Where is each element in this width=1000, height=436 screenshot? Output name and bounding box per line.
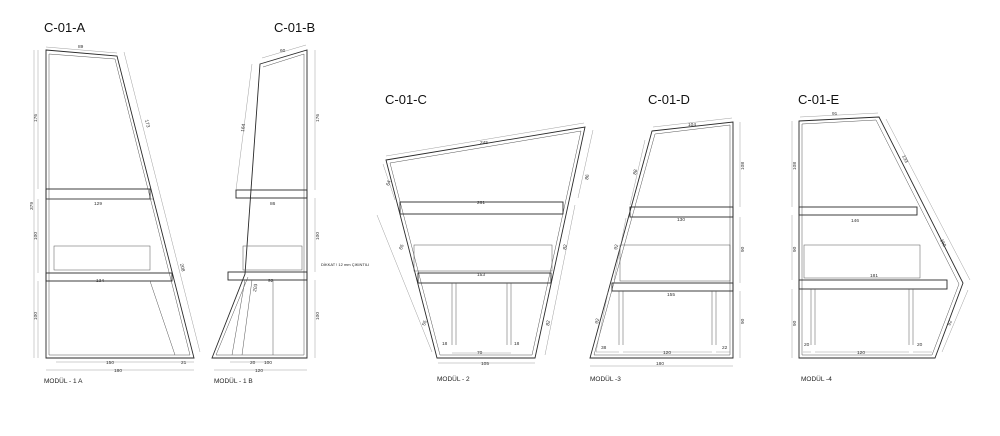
dim-d-top: 104: [688, 122, 696, 128]
dim-b-slope-lower: 203: [252, 283, 259, 292]
module-c01b-drawing: [211, 44, 316, 371]
dim-d-shelf-width: 130: [677, 217, 685, 223]
dim-d-desk-width: 155: [667, 292, 675, 298]
dim-c-left-upper: 64: [385, 179, 392, 186]
dim-a-upper-height: 176: [33, 114, 39, 122]
dim-e-leg-span: 120: [857, 350, 865, 356]
dim-e-leg-left: 20: [804, 342, 810, 348]
dim-e-slope-full: 160: [938, 238, 947, 248]
dim-b-base-offset: 20: [250, 360, 256, 366]
dim-c-right-middle: 82: [562, 244, 569, 251]
dim-a-total-height: 379: [29, 202, 35, 210]
dim-c-leg-right: 18: [514, 341, 520, 347]
dim-a-desk-width: 134: [96, 278, 104, 284]
module-c01a-drawing: [33, 46, 201, 371]
module-c01c-drawing: [376, 122, 594, 364]
module-c01d-drawing: [589, 117, 741, 367]
caption-modul-1a: MODÜL - 1 A: [44, 378, 83, 385]
dim-b-top: 60: [280, 48, 286, 54]
dim-d-leg-span: 120: [663, 350, 671, 356]
dim-c-right-lower: 82: [545, 320, 552, 327]
dim-d-base: 180: [656, 361, 664, 367]
dim-d-left-upper: 88: [632, 169, 639, 176]
dim-e-desk-width: 181: [870, 273, 878, 279]
dim-d-right-middle: 90: [740, 246, 746, 252]
dim-e-left-middle: 90: [792, 246, 798, 252]
dim-b-desk-width: 92: [268, 278, 274, 284]
dim-c-top: 245: [480, 140, 488, 146]
dim-b-lower-height: 100: [315, 312, 321, 320]
dim-c-left-lower: 55: [421, 319, 428, 326]
module-c01e-drawing: [791, 112, 971, 359]
dim-a-slope-full: 208: [178, 263, 186, 273]
dim-a-lower-height: 100: [33, 312, 39, 320]
dim-e-slope-upper: 133: [900, 154, 909, 164]
dim-b-shelf-width: 86: [270, 201, 276, 207]
caption-modul-4: MODÜL -4: [801, 376, 832, 383]
dim-a-base-inner: 150: [106, 360, 114, 366]
dim-e-slope-lower: 92: [946, 319, 954, 327]
dim-e-shelf-width: 146: [851, 218, 859, 224]
dim-c-leg-span: 70: [477, 350, 483, 356]
dim-e-top: 91: [832, 111, 838, 117]
dim-b-slope-upper: 164: [240, 123, 247, 132]
title-c01c: C-01-C: [385, 92, 427, 107]
dim-b-base-inner: 100: [264, 360, 272, 366]
caption-modul-2: MODÜL - 2: [437, 376, 470, 383]
caption-modul-1b: MODÜL - 1 B: [214, 378, 253, 385]
dim-a-middle-height: 100: [33, 232, 39, 240]
title-c01b: C-01-B: [274, 20, 316, 35]
dim-c-shelf-width: 261: [477, 200, 485, 206]
dim-d-left-lower: 92: [594, 318, 601, 325]
dim-e-left-lower: 90: [792, 320, 798, 326]
dim-c-right-upper: 86: [584, 174, 591, 181]
dim-b-middle-height: 100: [315, 232, 321, 240]
dim-d-leg-left: 38: [601, 345, 607, 351]
dim-e-leg-right: 20: [917, 342, 923, 348]
dim-c-left-middle: 65: [398, 243, 405, 250]
dim-a-shelf-width: 129: [94, 201, 102, 207]
title-c01e: C-01-E: [798, 92, 840, 107]
warning-note: DİKKAT ! 12 mm ÇIKINTILI: [321, 262, 370, 267]
dim-b-upper-height: 176: [315, 114, 321, 122]
caption-modul-3: MODÜL -3: [590, 376, 621, 383]
dim-a-base-offset: 21: [181, 360, 187, 366]
dim-c-base: 105: [481, 361, 489, 367]
dim-d-leg-right: 22: [722, 345, 728, 351]
dim-a-base-total: 180: [114, 368, 122, 374]
dim-c-leg-left: 18: [442, 341, 448, 347]
dim-d-left-middle: 92: [613, 244, 620, 251]
dim-d-right-lower: 90: [740, 318, 746, 324]
dim-d-right-upper: 108: [740, 162, 746, 170]
title-c01a: C-01-A: [44, 20, 86, 35]
dim-b-base-total: 120: [255, 368, 263, 374]
title-c01d: C-01-D: [648, 92, 690, 107]
dim-a-top: 89: [78, 44, 84, 50]
dim-a-slope-upper: 173: [143, 119, 151, 129]
dim-e-left-upper: 108: [792, 162, 798, 170]
dim-c-desk-width: 153: [477, 272, 485, 278]
